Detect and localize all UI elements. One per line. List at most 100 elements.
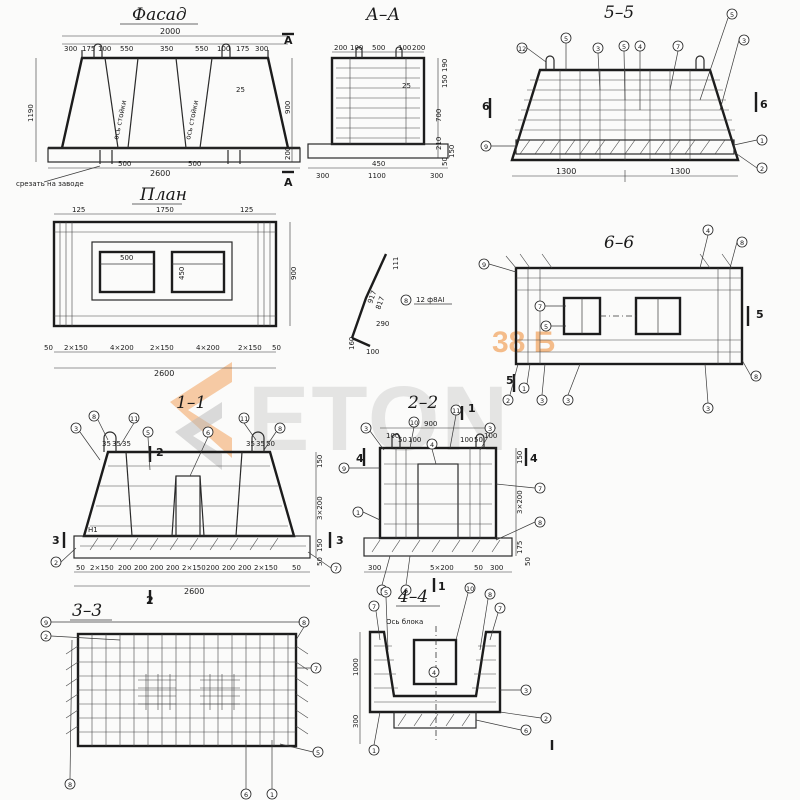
s11-callout-8a: 8 [92, 413, 96, 421]
s11-callout-7: 7 [334, 565, 338, 573]
s44-callout-6: 6 [524, 727, 528, 735]
section-44-view: 4–4 Ось блока 1000 300 7 5 10 8 7 4 3 6 [352, 582, 554, 756]
s11-dim-b11: 2×150 [254, 564, 278, 572]
s66-callout-4: 4 [706, 227, 710, 235]
section-22-title: 2–2 [407, 393, 438, 413]
s55-dim-b1: 1300 [556, 167, 576, 176]
s22-cut-top: 1 [468, 402, 476, 415]
s44-callout-2: 2 [544, 715, 548, 723]
aa-dim-small: 25 [402, 82, 411, 90]
aa-dim-s1: 190 [441, 59, 449, 72]
s22-dim-b1: 300 [368, 564, 381, 572]
s22-cut-right: 4 [530, 452, 538, 465]
s55-dim-b2: 1300 [670, 167, 690, 176]
s33-callout-9: 9 [44, 619, 48, 627]
facade-dim-b2: 500 [188, 160, 201, 168]
s44-dim-s2: 300 [352, 715, 360, 728]
facade-dim-25: 25 [236, 86, 245, 94]
s11-dim-b6: 200 [166, 564, 179, 572]
plan-dim-b4: 2×150 [150, 344, 174, 352]
logo-mark-icon [170, 362, 232, 458]
section-33-view: 3–3 [40, 601, 324, 800]
aa-dim-s6: 150 [448, 145, 456, 158]
plan-dim-900: 900 [290, 267, 298, 280]
s55-callout-2: 2 [760, 165, 764, 173]
s22-dim-s1: 150 [516, 451, 524, 464]
s55-callout-3a: 3 [596, 45, 600, 53]
plan-dim-b6: 2×150 [238, 344, 262, 352]
s33-callout-8b: 8 [68, 781, 72, 789]
s33-callouts: 9 2 8 7 5 8 6 1 [40, 616, 324, 800]
aa-dim-b1: 300 [316, 172, 329, 180]
section-aa-title: А–А [365, 5, 400, 25]
s11-callout-2: 2 [54, 559, 58, 567]
aa-dim-b3: 300 [430, 172, 443, 180]
s11-dim-b12: 50 [292, 564, 301, 572]
facade-dim-t2: 175 [82, 45, 95, 53]
s22-dim-s3: 175 [516, 541, 524, 554]
s33-callout-8a: 8 [302, 619, 306, 627]
s66-callout-5: 5 [544, 323, 548, 331]
s44-axis-label: Ось блока [386, 618, 423, 626]
s11-dim-h1: H1 [88, 526, 98, 534]
s55-callout-12: 12 [518, 45, 526, 53]
facade-dim-overall: 2000 [160, 27, 180, 36]
s11-dim-b13: 2600 [184, 587, 204, 596]
facade-dim-t1: 300 [64, 45, 77, 53]
s55-callouts: 12 5 3 5 4 7 5 3 9 1 2 [480, 8, 768, 174]
s44-dim-s1: 1000 [352, 658, 360, 676]
s11-dim-b1: 50 [76, 564, 85, 572]
detail-dim-6: 100 [366, 348, 379, 356]
s33-callout-6: 6 [244, 791, 248, 799]
s22-callout-9: 9 [342, 465, 346, 473]
s22-callout-1: 1 [356, 509, 360, 517]
s11-dim-s2: 3×200 [316, 496, 324, 520]
s11-dim-b10: 200 [238, 564, 251, 572]
aa-dim-s5: 50 [441, 157, 449, 166]
s11-cut-left: 3 [52, 534, 60, 547]
s22-callout-4: 4 [430, 441, 434, 449]
s66-callout-8a: 8 [740, 239, 744, 247]
s55-callout-7: 7 [676, 43, 680, 51]
watermark-sub: 38 Б [492, 326, 555, 359]
s22-dim-b3: 50 [474, 564, 483, 572]
section-55-view: 5–5 1300 1300 6 6 [480, 3, 768, 182]
aa-dim-t1: 200 [334, 44, 347, 52]
s11-dim-b3: 200 [118, 564, 131, 572]
s66-callout-3c: 3 [566, 397, 570, 405]
facade-dim-t3: 100 [98, 45, 111, 53]
section-11-view: 1–1 50 2×150 200 200 200 200 2×150 200 2… [50, 393, 344, 607]
section-66-title: 6–6 [604, 233, 634, 253]
s55-callout-3b: 3 [742, 37, 746, 45]
facade-dim-t8: 175 [236, 45, 249, 53]
plan-dim-b8: 2600 [154, 369, 174, 378]
s66-callout-2: 2 [506, 397, 510, 405]
s11-dim-s4: 50 [316, 557, 324, 566]
detail-callout: 8 [404, 297, 408, 305]
aa-dim-s4: 210 [435, 137, 443, 150]
s33-callout-5: 5 [316, 749, 320, 757]
s22-dim-b2: 5×200 [430, 564, 454, 572]
s22-callout-3a: 3 [364, 425, 368, 433]
s66-callout-1: 1 [522, 385, 526, 393]
facade-axis-label-2: ось стойки [184, 100, 200, 141]
s11-callout-3: 3 [74, 425, 78, 433]
s11-dim-t2: 35 [112, 440, 121, 448]
aa-dim-t5: 200 [412, 44, 425, 52]
s55-callout-5b: 5 [622, 43, 626, 51]
s11-dim-b4: 200 [134, 564, 147, 572]
s44-callouts: 7 5 10 8 7 4 3 6 2 1 [368, 582, 552, 756]
s11-callout-11a: 11 [130, 415, 138, 423]
s55-cut-left: 6 [482, 100, 490, 113]
facade-note: срезать на заводе [16, 180, 84, 188]
facade-dim-t4: 550 [120, 45, 133, 53]
s22-dim-t2: 100 [386, 432, 399, 440]
facade-title: Фасад [132, 5, 187, 25]
s11-dim-t4: 35 [246, 440, 255, 448]
s33-callout-2: 2 [44, 633, 48, 641]
s44-callout-5: 5 [384, 589, 388, 597]
s66-callouts: 9 4 8 7 5 2 1 3 3 3 8 [478, 224, 762, 414]
watermark-brand: ETON [248, 368, 510, 470]
